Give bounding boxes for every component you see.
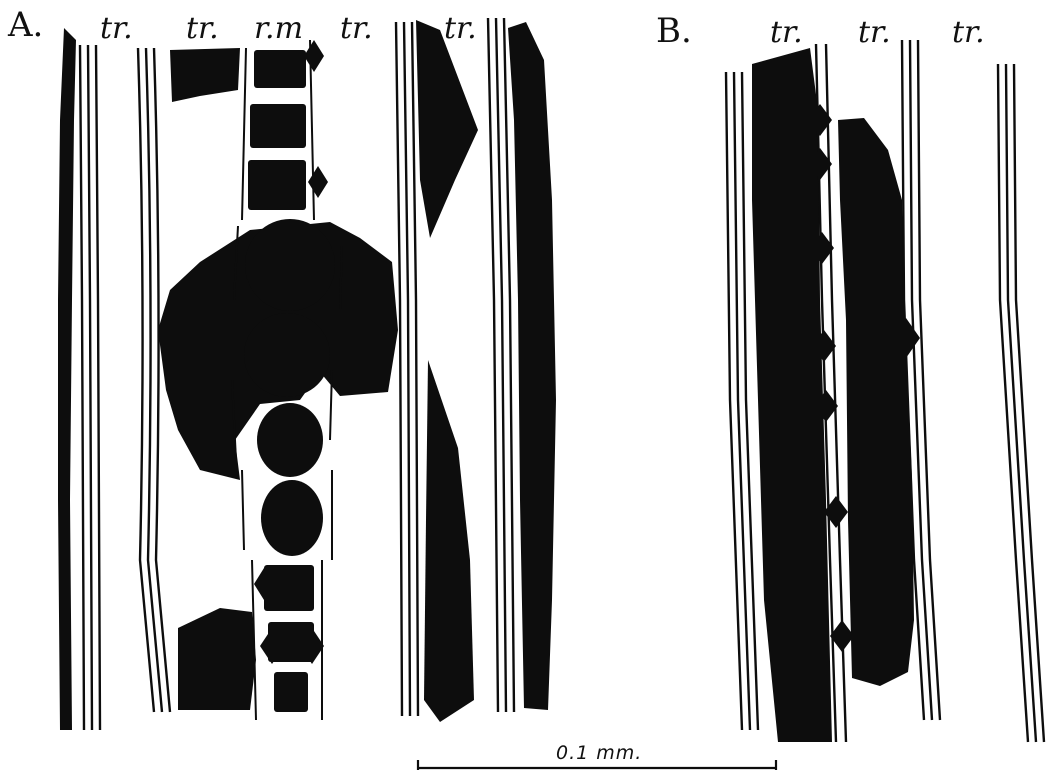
panel-a-label: A.	[8, 8, 43, 42]
tracheid-wall	[404, 22, 410, 716]
ray-cell	[244, 313, 330, 397]
label-tracheid: tr.	[186, 14, 219, 44]
label-tracheid: tr.	[952, 18, 985, 48]
pit	[308, 166, 328, 198]
pit	[304, 40, 324, 72]
a-left-dark-strip	[58, 28, 76, 730]
a-right-mass-upper	[416, 20, 478, 238]
ray-cell	[257, 403, 323, 477]
label-tracheid: tr.	[858, 18, 891, 48]
ray-cell	[248, 160, 306, 210]
ray-cell	[254, 50, 306, 88]
label-tracheid: tr.	[770, 18, 803, 48]
label-ray: r.m	[254, 14, 303, 44]
tracheid-wall	[918, 40, 940, 720]
ray-cell	[250, 104, 306, 148]
tracheid-wall	[396, 22, 402, 716]
label-tracheid: tr.	[100, 14, 133, 44]
a-blob-bottom	[178, 608, 256, 710]
ray-cell	[261, 480, 323, 556]
tracheid-wall	[80, 45, 84, 730]
tracheid-wall	[488, 18, 498, 712]
tracheid-wall	[96, 45, 100, 730]
tracheid-wall	[412, 22, 418, 716]
ray-cell	[245, 219, 335, 311]
tracheid-wall	[88, 45, 92, 730]
a-right-dark-strip	[508, 22, 556, 710]
a-blob-top	[170, 48, 240, 102]
ray-cell	[274, 672, 308, 712]
label-tracheid: tr.	[340, 14, 373, 44]
tracheid-wall	[726, 72, 742, 730]
label-tracheid: tr.	[444, 14, 477, 44]
a-right-mass-lower	[424, 360, 474, 722]
scale-bar-label: 0.1 mm.	[556, 742, 642, 764]
panel-b-label: B.	[656, 14, 692, 48]
tracheid-wall	[734, 72, 750, 730]
